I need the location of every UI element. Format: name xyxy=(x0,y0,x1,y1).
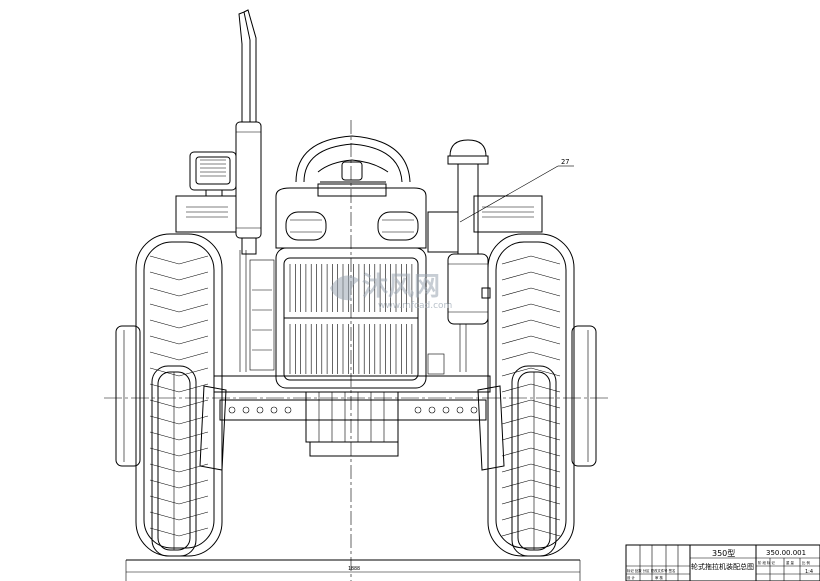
tire-tread xyxy=(149,351,209,361)
tire-tread xyxy=(149,399,209,409)
tire-tread xyxy=(501,399,561,409)
upper-body xyxy=(175,187,543,249)
tire-tread xyxy=(149,335,209,345)
tire-tread xyxy=(501,367,561,377)
rear-tire-right xyxy=(487,233,597,557)
tire-tread xyxy=(501,303,561,313)
tire-tread xyxy=(501,383,561,393)
title-text: 轮式拖拉机装配总图 xyxy=(691,562,754,571)
axle-bolt xyxy=(284,406,292,414)
rear-tire-left xyxy=(115,233,223,557)
tire-tread xyxy=(501,463,561,473)
title-right-label-1: 重 量 xyxy=(786,560,794,565)
headlight-left xyxy=(189,151,237,197)
watermark-url: www.mfcad.com xyxy=(378,301,452,311)
tire-tread xyxy=(149,527,209,537)
tire-tread xyxy=(149,511,209,521)
air-cleaner xyxy=(427,139,491,325)
watermark: 沐风网 www.mfcad.com xyxy=(330,272,452,311)
tire-tread xyxy=(501,511,561,521)
front-axle xyxy=(199,375,505,471)
tire-tread xyxy=(501,431,561,441)
tire-tread xyxy=(149,415,209,425)
tire-tread xyxy=(501,479,561,489)
tire-tread xyxy=(149,303,209,313)
radiator-grille xyxy=(275,247,427,389)
tire-tread xyxy=(149,367,209,377)
front-tire-left xyxy=(151,365,197,557)
tire-tread xyxy=(501,255,561,265)
engine-left-detail xyxy=(239,250,275,372)
title-block xyxy=(625,544,820,581)
tire-tread xyxy=(501,351,561,361)
engine-right-detail xyxy=(427,324,467,375)
axle-bolt xyxy=(414,406,422,414)
exhaust-pipe xyxy=(235,9,262,255)
dimension-label: 1888 xyxy=(348,566,360,572)
callout-number: 27 xyxy=(561,158,569,166)
watermark-text: 沐风网 xyxy=(362,272,440,302)
tire-tread xyxy=(149,383,209,393)
title-right-label-2: 比 例 xyxy=(802,560,810,565)
front-tire-right xyxy=(511,365,557,557)
tire-tread xyxy=(501,287,561,297)
tire-tread xyxy=(149,271,209,281)
tire-tread xyxy=(149,447,209,457)
title-model: 350型 xyxy=(712,549,735,558)
axle-bolt xyxy=(228,406,236,414)
axle-bolt xyxy=(470,406,478,414)
axle-bolt xyxy=(270,406,278,414)
tire-tread xyxy=(149,287,209,297)
title-left-label-2: 审 核 xyxy=(655,575,663,580)
drawing-number: 350.00.001 xyxy=(766,549,806,557)
tire-tread xyxy=(149,463,209,473)
tire-tread xyxy=(149,255,209,265)
title-scale: 1:4 xyxy=(805,569,813,575)
tire-tread xyxy=(149,319,209,329)
title-left-label-1: 设 计 xyxy=(627,575,635,580)
ground-line xyxy=(125,559,581,581)
axle-bolt xyxy=(242,406,250,414)
axle-bolt xyxy=(442,406,450,414)
title-left-label-0: 标记 处数 分区 更改文件号 签名 xyxy=(627,568,675,573)
tire-tread xyxy=(501,495,561,505)
tire-tread xyxy=(501,271,561,281)
tire-tread xyxy=(149,479,209,489)
title-right-label-0: 阶 段 标 记 xyxy=(758,560,775,565)
callout-leader xyxy=(459,165,574,223)
axle-bolt xyxy=(456,406,464,414)
tire-tread xyxy=(501,447,561,457)
axle-bolt xyxy=(428,406,436,414)
axle-bolt xyxy=(256,406,264,414)
tire-tread xyxy=(501,319,561,329)
tire-tread xyxy=(501,415,561,425)
tire-tread xyxy=(149,431,209,441)
tire-tread xyxy=(501,335,561,345)
steering-wheel xyxy=(295,135,411,197)
tire-tread xyxy=(149,495,209,505)
tire-tread xyxy=(501,527,561,537)
